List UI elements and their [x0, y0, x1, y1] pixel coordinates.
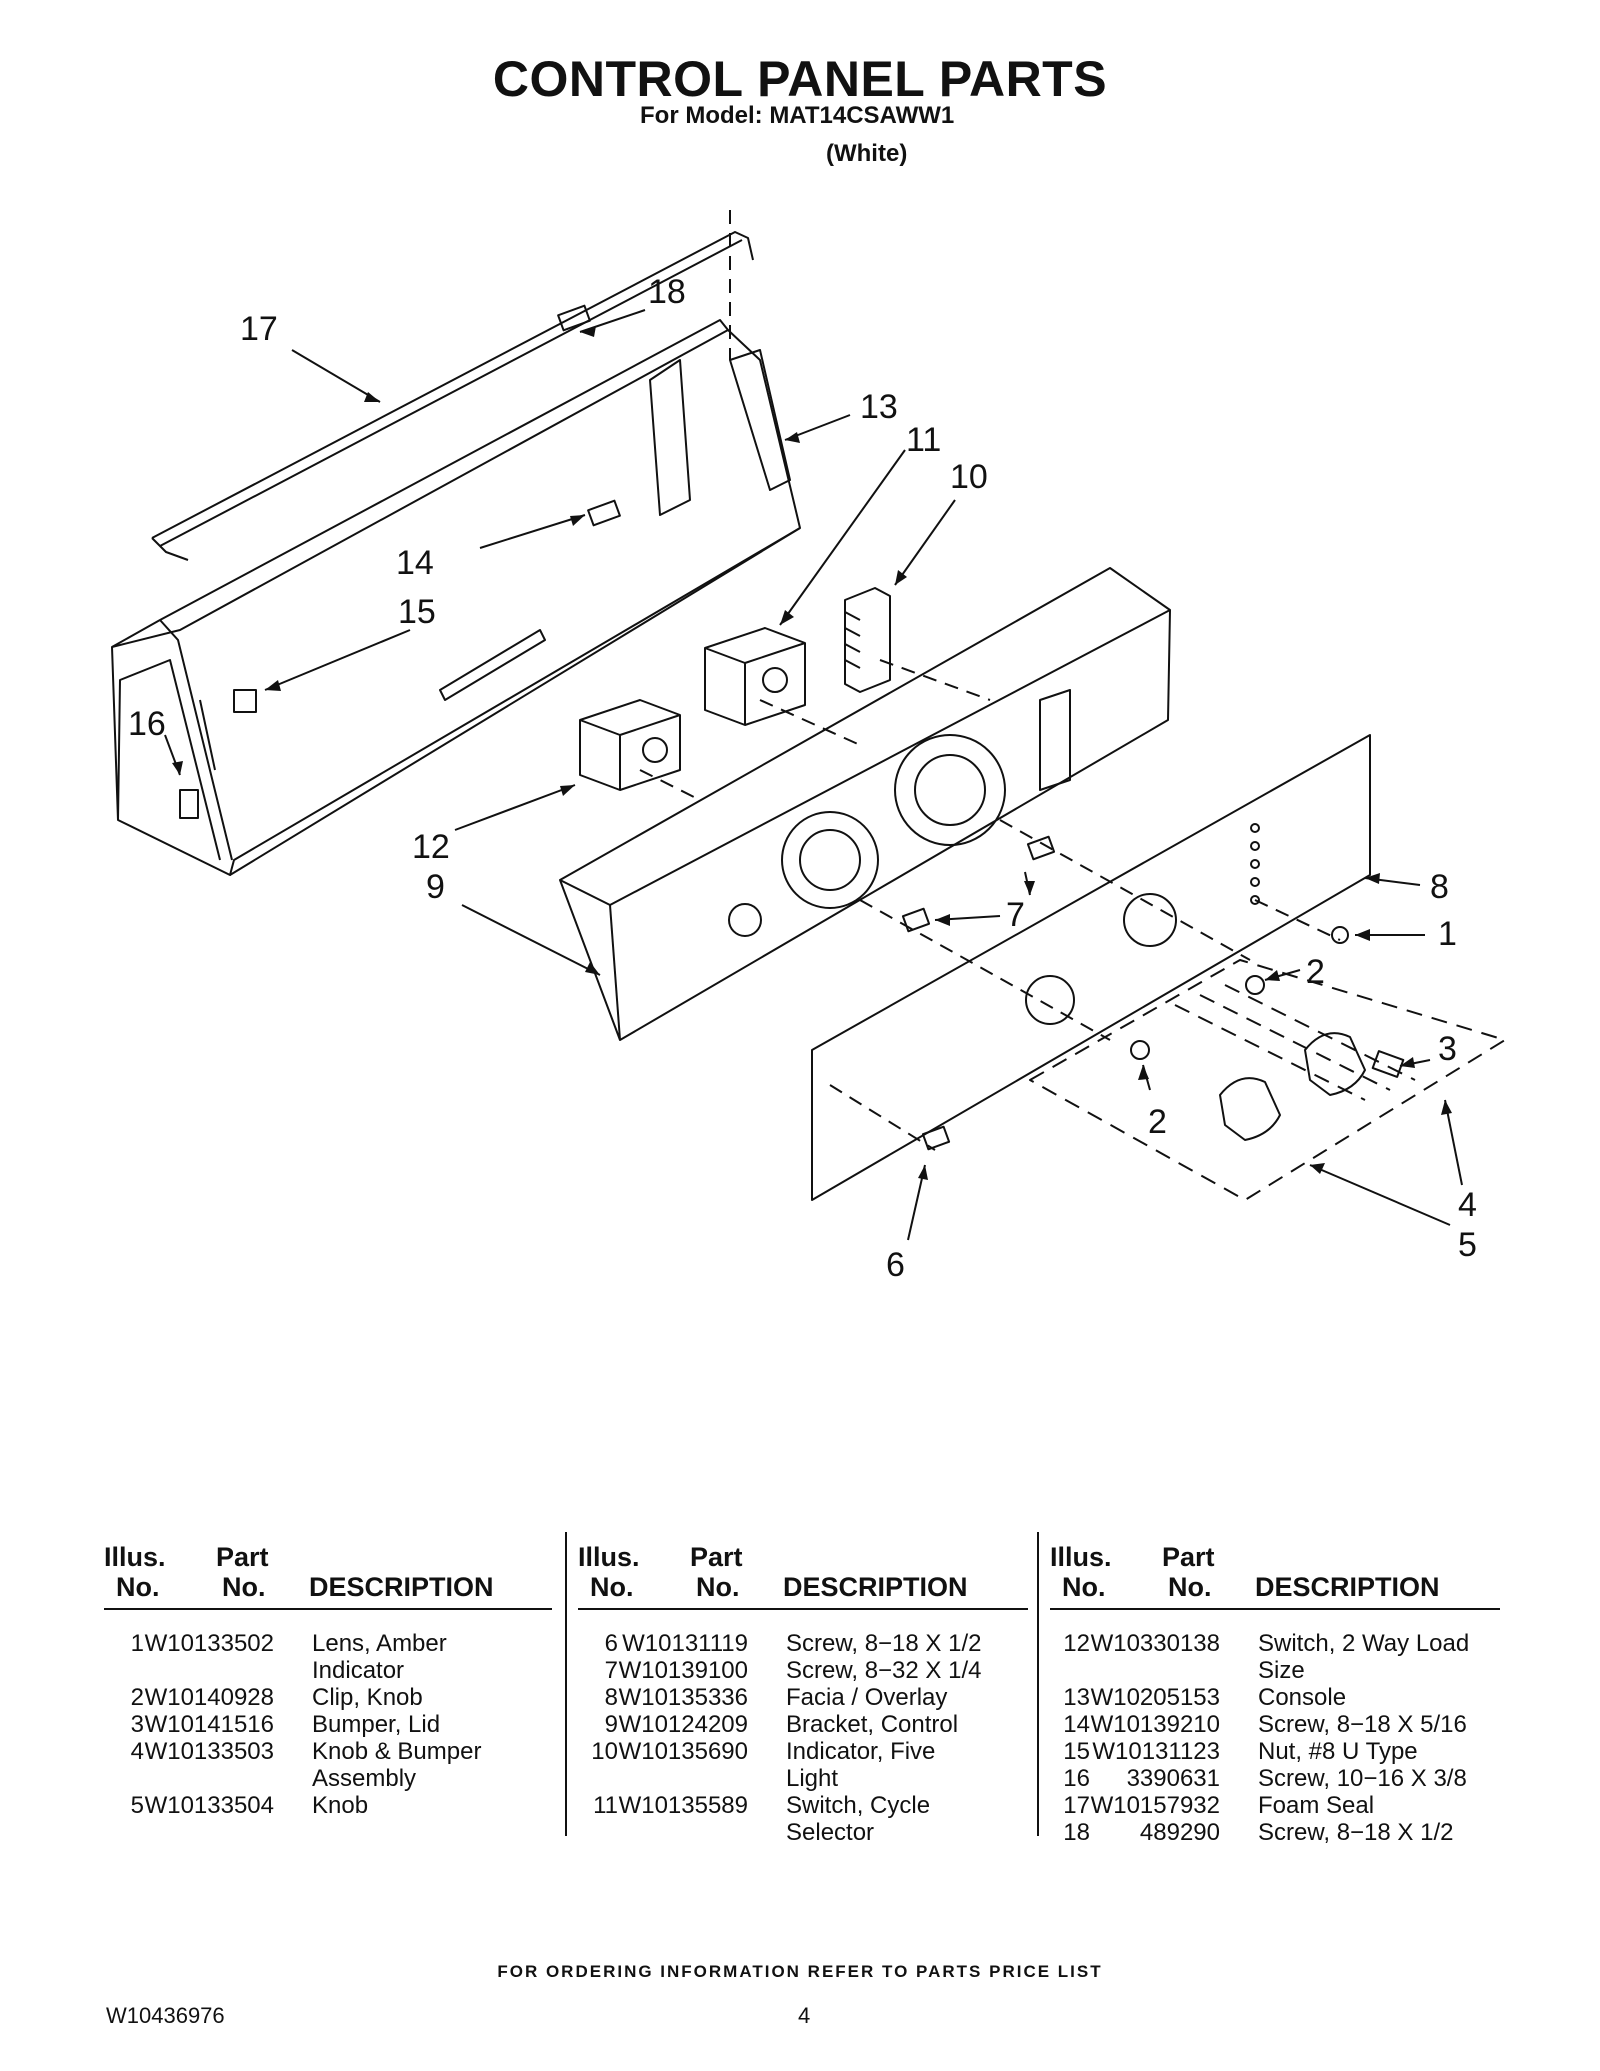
- page-number: 4: [798, 2003, 811, 2028]
- callout-13: 13: [860, 388, 898, 426]
- console-part: [111, 319, 801, 876]
- illus-header: Illus.: [104, 1542, 166, 1572]
- callout-17: 17: [240, 310, 278, 348]
- callout-7: 7: [1006, 896, 1025, 934]
- callout-2-top: 2: [1306, 953, 1325, 991]
- callout-18: 18: [648, 273, 686, 311]
- color-line: (White): [826, 140, 908, 167]
- callout-1: 1: [1438, 915, 1457, 953]
- callout-16: 16: [128, 705, 166, 743]
- document-number: W10436976: [106, 2003, 225, 2028]
- table-header: Illus. No. Part No. DESCRIPTION: [104, 1532, 552, 1610]
- control-bracket-part: [559, 567, 1171, 1041]
- exploded-parts-diagram: 17 18 13 11 10 14 15 16 12 9 7 8 1 2 3 2…: [111, 210, 1506, 1284]
- indicator-part: [844, 587, 891, 693]
- cycle-switch-part: [704, 627, 806, 726]
- illus-no-header: No.: [116, 1572, 160, 1602]
- model-line: For Model: MAT14CSAWW1: [640, 102, 955, 129]
- description-header: DESCRIPTION: [783, 1572, 968, 1602]
- callout-9: 9: [426, 868, 445, 906]
- load-switch-part: [579, 699, 681, 791]
- part-no-header: No.: [222, 1572, 266, 1602]
- part-header: Part: [1162, 1542, 1215, 1572]
- callout-15: 15: [398, 593, 436, 631]
- part-no-header: No.: [1168, 1572, 1212, 1602]
- part-no-header: No.: [696, 1572, 740, 1602]
- callout-12: 12: [412, 828, 450, 866]
- callout-2-bottom: 2: [1148, 1103, 1167, 1141]
- column-divider: [1037, 1532, 1039, 1836]
- callout-11: 11: [906, 421, 941, 459]
- table-header: Illus. No. Part No. DESCRIPTION: [578, 1532, 1028, 1610]
- callout-3: 3: [1438, 1030, 1457, 1068]
- callout-8: 8: [1430, 868, 1449, 906]
- illus-no-header: No.: [590, 1572, 634, 1602]
- callout-6: 6: [886, 1246, 905, 1284]
- part-header: Part: [216, 1542, 269, 1572]
- description-header: DESCRIPTION: [1255, 1572, 1440, 1602]
- illus-header: Illus.: [1050, 1542, 1112, 1572]
- foam-seal-part: [151, 231, 754, 561]
- column-divider: [565, 1532, 567, 1836]
- illus-no-header: No.: [1062, 1572, 1106, 1602]
- table-header: Illus. No. Part No. DESCRIPTION: [1050, 1532, 1500, 1610]
- callout-5: 5: [1458, 1226, 1477, 1264]
- callout-14: 14: [396, 544, 434, 582]
- facia-overlay-part: [811, 734, 1371, 1201]
- callout-4: 4: [1458, 1186, 1477, 1224]
- callout-10: 10: [950, 458, 988, 496]
- page-title: CONTROL PANEL PARTS: [492, 51, 1108, 107]
- ordering-note: FOR ORDERING INFORMATION REFER TO PARTS …: [497, 1962, 1103, 1981]
- knob-part: [1219, 1032, 1366, 1141]
- part-header: Part: [690, 1542, 743, 1572]
- description-header: DESCRIPTION: [309, 1572, 494, 1602]
- knob-assembly-outline: [1029, 959, 1506, 1201]
- illus-header: Illus.: [578, 1542, 640, 1572]
